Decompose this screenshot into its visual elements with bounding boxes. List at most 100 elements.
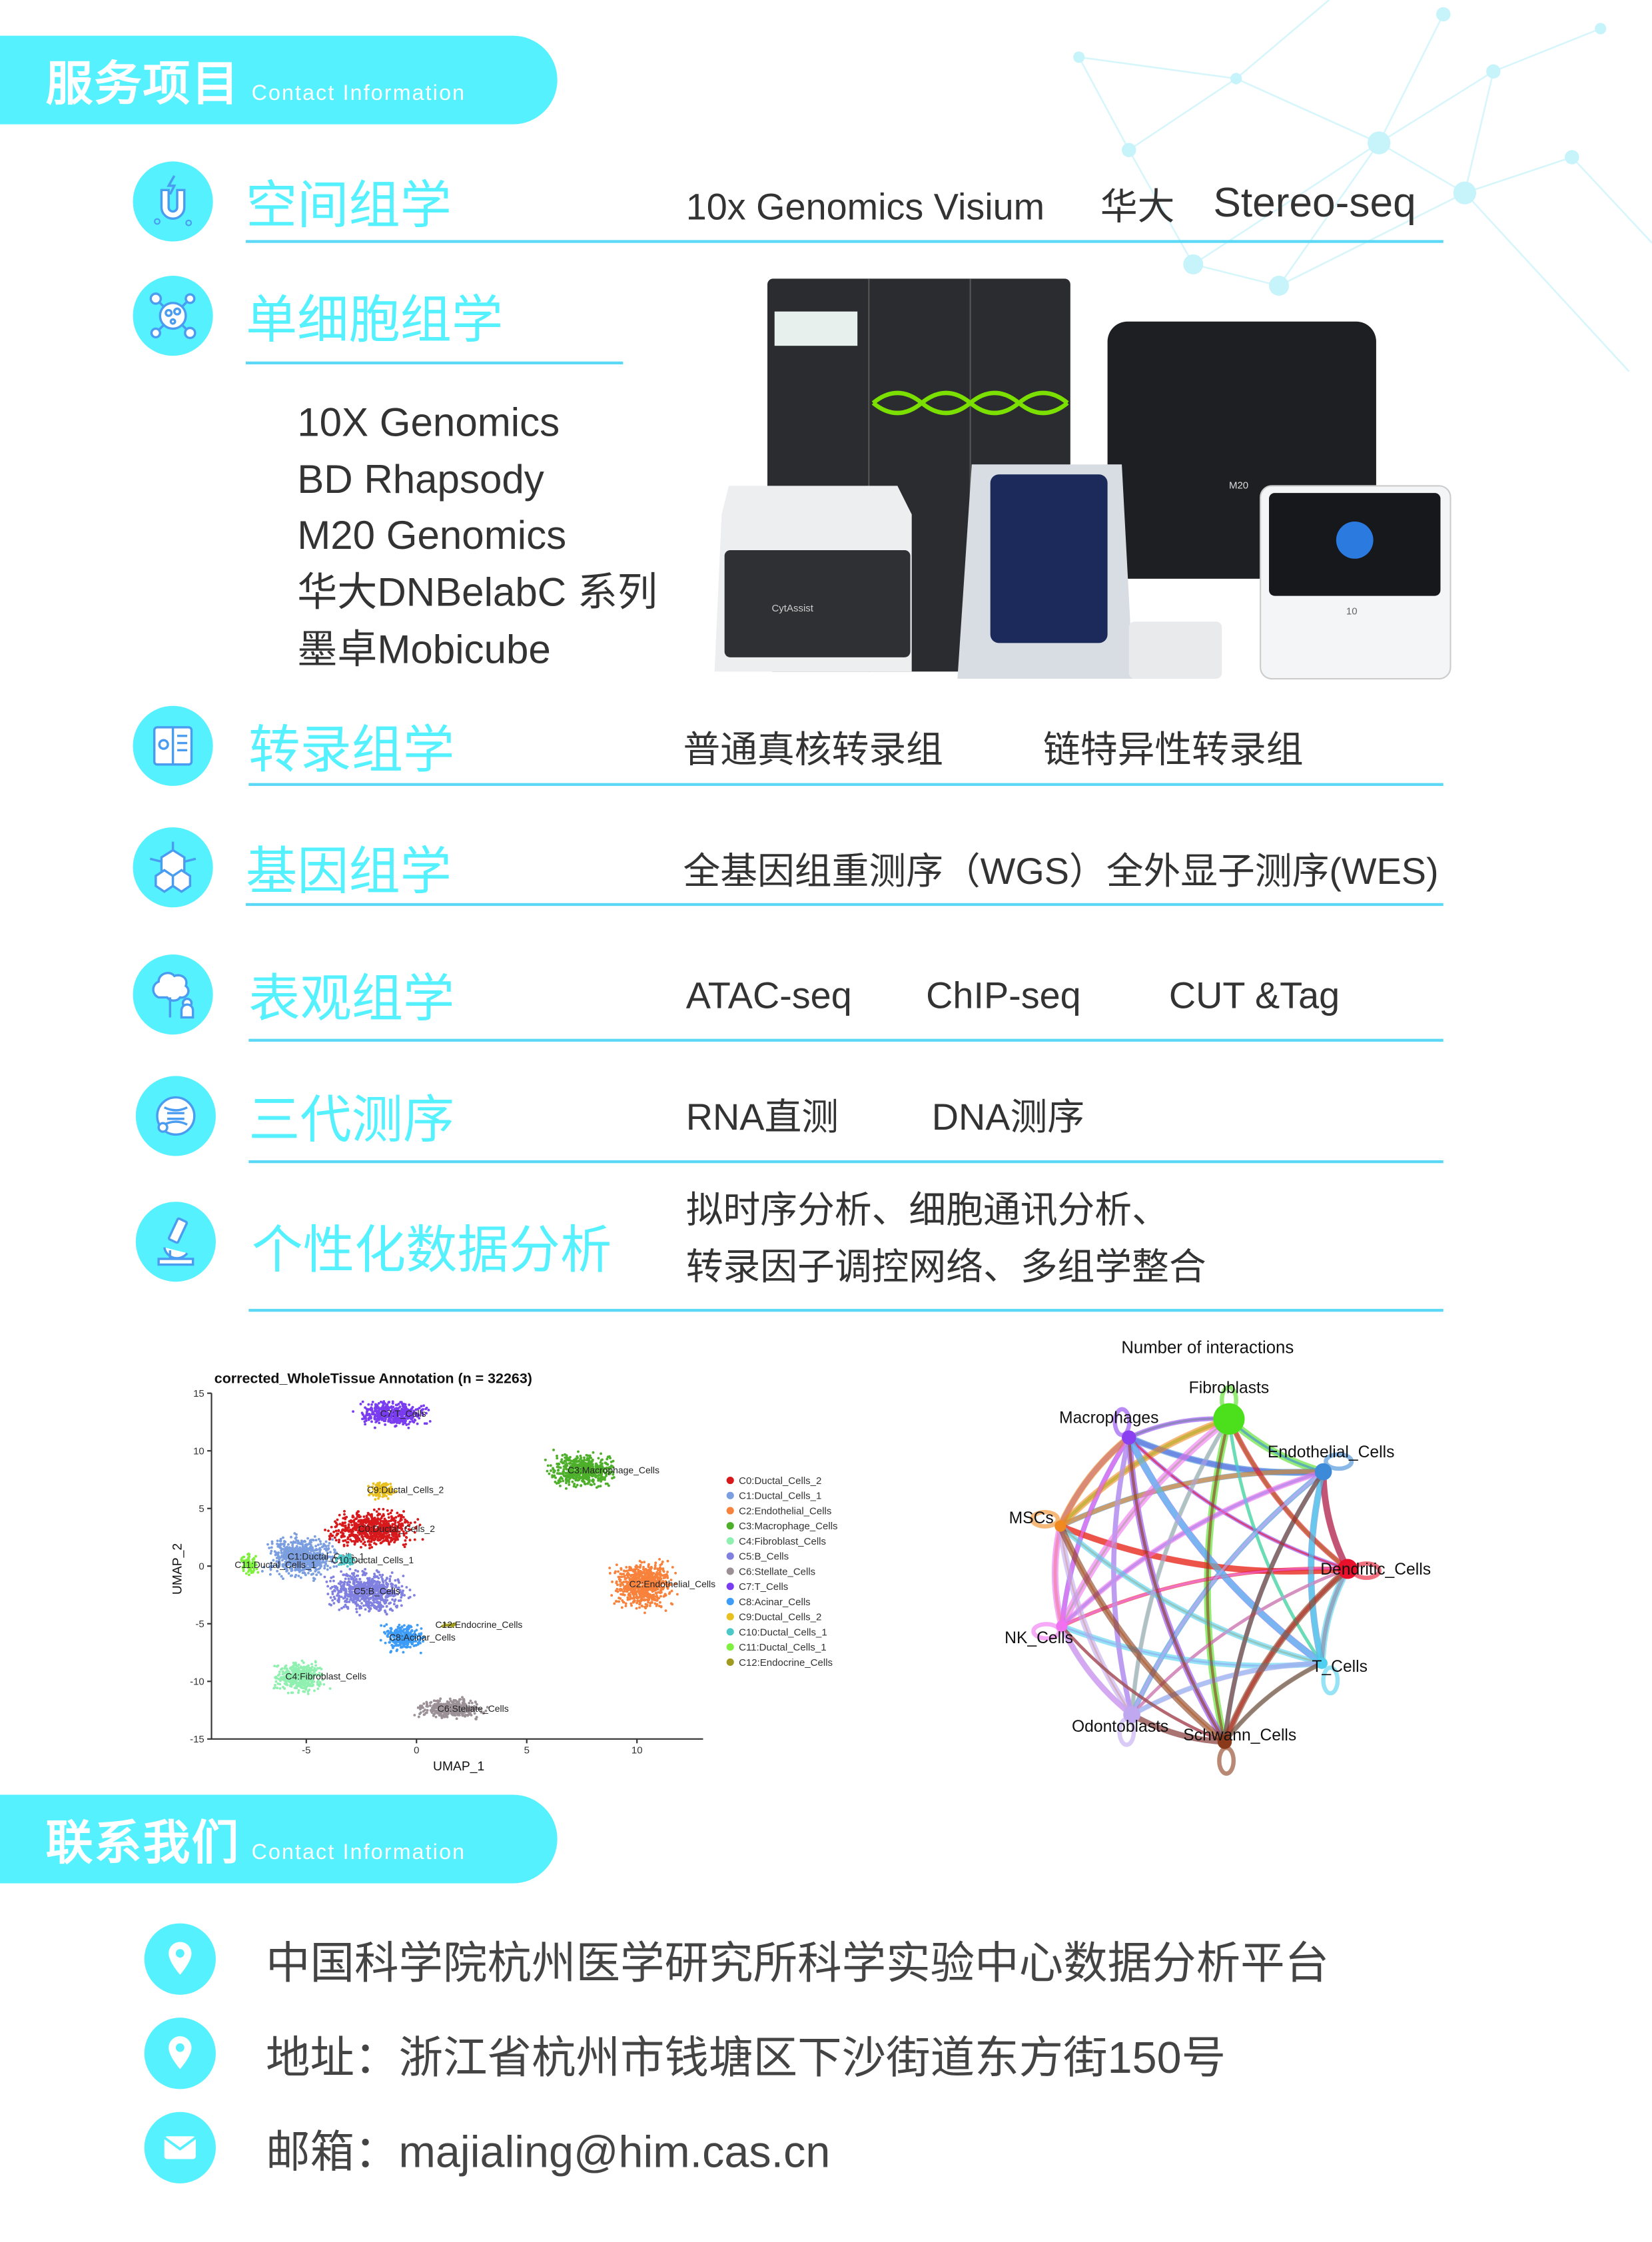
data-point xyxy=(408,1420,412,1423)
data-point xyxy=(392,1534,394,1537)
data-point xyxy=(393,1600,396,1603)
data-point xyxy=(340,1570,343,1573)
data-point xyxy=(398,1581,400,1584)
dna-icon xyxy=(135,1076,216,1156)
data-point xyxy=(356,1510,360,1513)
data-point xyxy=(620,1567,623,1570)
data-point xyxy=(418,1712,422,1716)
data-point xyxy=(644,1607,647,1610)
data-point xyxy=(315,1564,318,1567)
data-point xyxy=(556,1454,558,1457)
data-point xyxy=(340,1607,343,1610)
data-point xyxy=(364,1423,367,1426)
data-point xyxy=(620,1593,623,1596)
data-point xyxy=(638,1606,641,1609)
data-point xyxy=(355,1513,358,1516)
data-point xyxy=(365,1536,368,1539)
data-point xyxy=(343,1580,346,1583)
data-point xyxy=(370,1535,373,1537)
data-point xyxy=(354,1517,357,1521)
data-point xyxy=(319,1540,322,1543)
data-point xyxy=(375,1510,378,1513)
data-point xyxy=(386,1529,389,1532)
decorative-network-background xyxy=(1073,0,1652,372)
data-point xyxy=(390,1571,394,1575)
data-point xyxy=(608,1572,612,1575)
microscope-icon xyxy=(135,1202,216,1282)
data-point xyxy=(297,1575,300,1577)
data-point xyxy=(302,1540,306,1543)
data-point xyxy=(372,1413,376,1416)
data-point xyxy=(273,1686,276,1689)
data-point xyxy=(324,1563,328,1565)
data-point xyxy=(379,1541,382,1545)
data-point xyxy=(657,1605,661,1608)
data-point xyxy=(588,1476,591,1479)
data-point xyxy=(339,1580,342,1583)
data-point xyxy=(584,1483,587,1486)
data-point xyxy=(387,1513,390,1516)
data-point xyxy=(614,1589,618,1593)
data-point xyxy=(393,1541,396,1544)
data-point xyxy=(618,1600,621,1603)
data-point xyxy=(401,1523,404,1526)
data-point xyxy=(425,1422,428,1425)
data-point xyxy=(664,1609,667,1613)
data-point xyxy=(360,1411,364,1415)
data-point xyxy=(287,1572,290,1575)
data-point xyxy=(280,1551,283,1555)
data-point xyxy=(295,1556,298,1559)
data-point xyxy=(388,1533,391,1537)
data-point xyxy=(368,1609,371,1613)
data-point xyxy=(338,1513,341,1517)
data-point xyxy=(615,1563,618,1567)
data-point xyxy=(277,1551,280,1555)
data-point xyxy=(276,1569,279,1573)
data-point xyxy=(356,1570,360,1573)
data-point xyxy=(334,1529,338,1533)
data-point xyxy=(585,1459,588,1461)
data-point xyxy=(637,1589,640,1592)
data-point xyxy=(282,1548,285,1551)
data-point xyxy=(354,1569,357,1572)
data-point xyxy=(474,1718,478,1720)
divider xyxy=(248,1038,1444,1042)
data-point xyxy=(404,1539,407,1542)
data-point xyxy=(278,1673,281,1676)
data-point xyxy=(331,1545,334,1548)
data-point xyxy=(429,1701,432,1704)
data-point xyxy=(354,1528,357,1531)
data-point xyxy=(280,1547,283,1550)
divider xyxy=(248,783,1444,786)
data-point xyxy=(356,1523,360,1527)
data-point xyxy=(378,1609,381,1613)
data-point xyxy=(420,1627,423,1630)
data-point xyxy=(384,1529,387,1532)
data-point xyxy=(635,1597,639,1600)
data-point xyxy=(304,1567,307,1570)
data-point xyxy=(369,1521,372,1525)
data-point xyxy=(402,1624,406,1627)
data-point xyxy=(391,1401,394,1405)
data-point xyxy=(571,1480,574,1483)
data-point xyxy=(269,1552,272,1555)
data-point xyxy=(395,1536,398,1539)
data-point xyxy=(616,1583,619,1587)
data-point xyxy=(356,1515,359,1518)
cluster-label: C3:Macrophage_Cells xyxy=(568,1465,659,1475)
data-point xyxy=(356,1581,360,1584)
divider xyxy=(245,361,623,365)
data-point xyxy=(329,1596,332,1599)
molecule-icon xyxy=(133,827,213,908)
cluster-label: C0:Ductal_Cells_2 xyxy=(358,1523,436,1534)
data-point xyxy=(326,1568,329,1571)
data-point xyxy=(378,1533,382,1536)
data-point xyxy=(352,1535,356,1538)
data-point xyxy=(354,1523,357,1525)
data-point xyxy=(449,1699,452,1702)
data-point xyxy=(348,1567,352,1571)
service-item: 普通真核转录组 xyxy=(683,728,943,771)
data-point xyxy=(438,1699,442,1702)
data-point xyxy=(631,1601,635,1604)
data-point xyxy=(653,1564,657,1567)
